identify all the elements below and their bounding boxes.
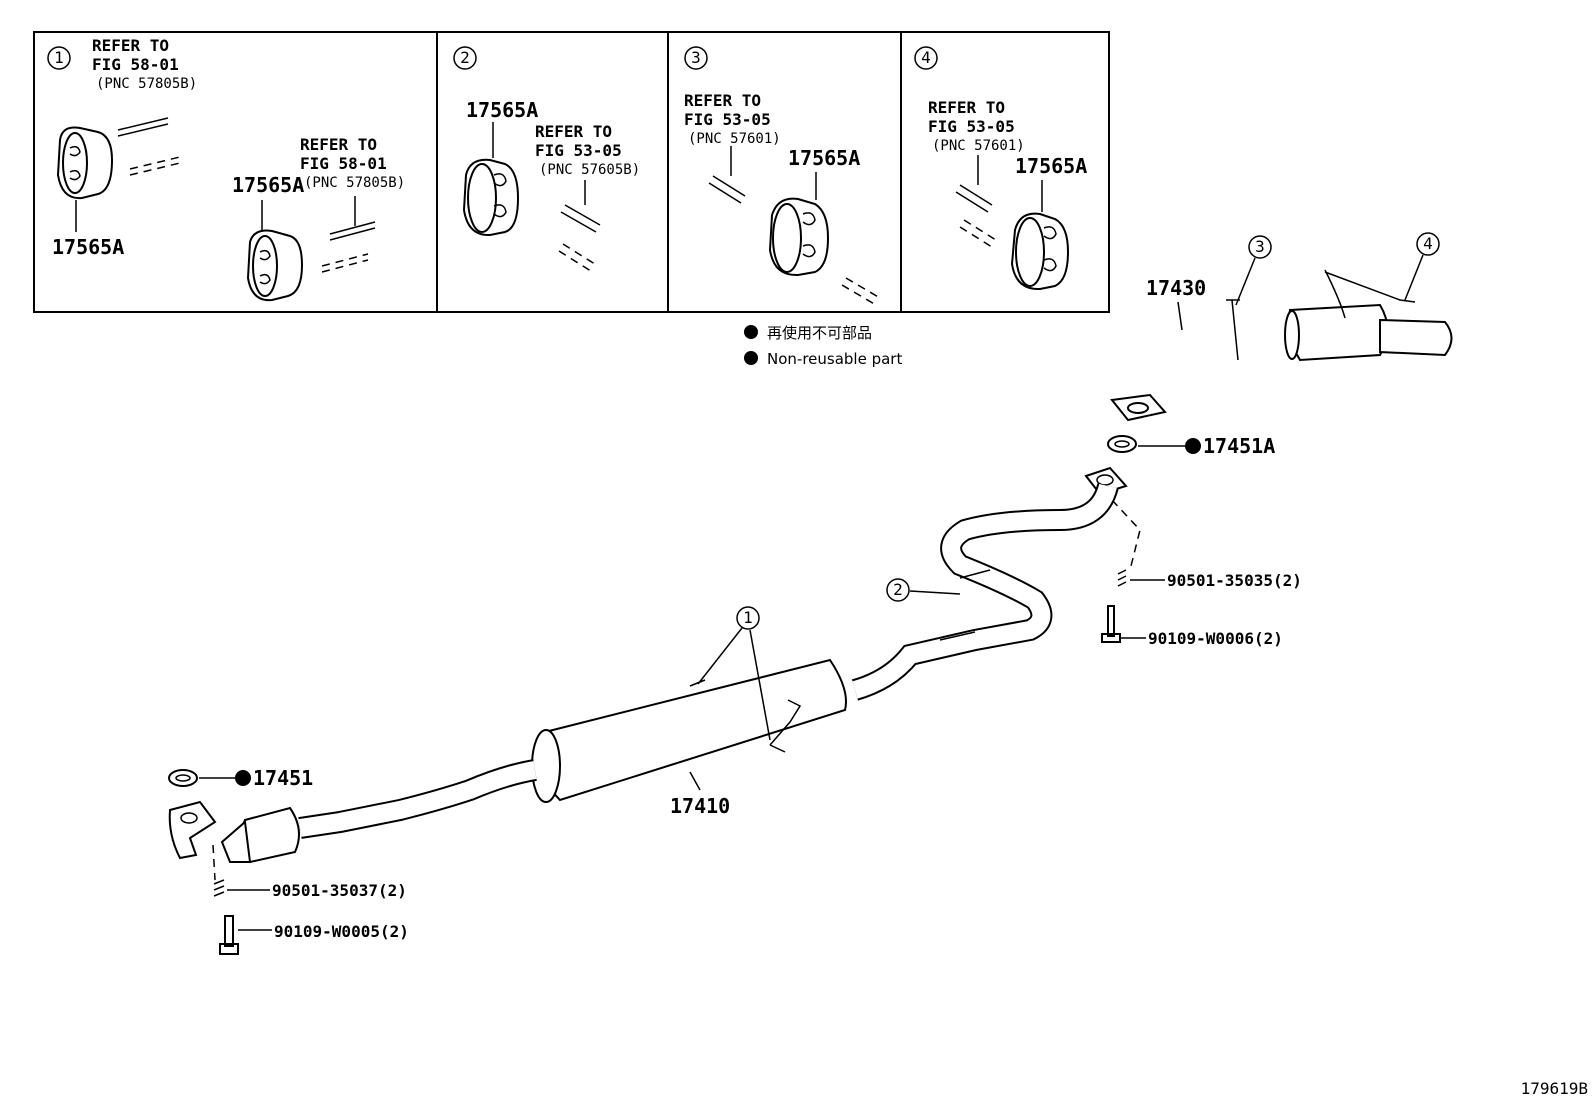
hanger-a bbox=[56, 126, 114, 200]
inset-4: 4 REFER TO FIG 53-05 (PNC 57601) 17565A bbox=[914, 46, 1087, 291]
gasket-front-label: 17451 bbox=[253, 766, 313, 790]
bolt-rear-label: 90109-W0006(2) bbox=[1148, 629, 1283, 648]
inset-3: 3 REFER TO FIG 53-05 (PNC 57601) 17565A bbox=[684, 46, 881, 306]
legend: 再使用不可部品 Non-reusable part bbox=[744, 324, 902, 368]
inset-3-ref-line2: FIG 53-05 bbox=[684, 110, 771, 129]
gasket-rear-label: 17451A bbox=[1203, 434, 1275, 458]
inset-1-ref-b-line1: REFER TO bbox=[300, 135, 377, 154]
inset-4-part: 17565A bbox=[1015, 154, 1087, 178]
inset-1-part-a: 17565A bbox=[52, 235, 124, 259]
gasket-rear: 17451A bbox=[1107, 434, 1275, 458]
callout-2: 2 bbox=[893, 580, 903, 599]
bolt-front-label: 90109-W0005(2) bbox=[274, 922, 409, 941]
inset-1-ref-b-line2: FIG 58-01 bbox=[300, 154, 387, 173]
tail-pipe-assembly: 17430 3 4 bbox=[1110, 232, 1453, 422]
inset-2-ref-line1: REFER TO bbox=[535, 122, 612, 141]
hanger-d bbox=[768, 197, 830, 277]
inset-1-ref-a-line2: FIG 58-01 bbox=[92, 55, 179, 74]
inset-2-number: 2 bbox=[460, 48, 470, 67]
figure-id: 179619B bbox=[1521, 1079, 1588, 1098]
legend-en: Non-reusable part bbox=[767, 350, 902, 368]
inset-4-ref-line3: (PNC 57601) bbox=[932, 138, 1025, 154]
callout-1: 1 bbox=[743, 608, 753, 627]
inset-2-part: 17565A bbox=[466, 98, 538, 122]
stud-rear-label: 90501-35035(2) bbox=[1167, 571, 1302, 590]
inset-4-ref-line2: FIG 53-05 bbox=[928, 117, 1015, 136]
hanger-e bbox=[1010, 212, 1070, 291]
legend-jp: 再使用不可部品 bbox=[767, 324, 872, 342]
inset-2-ref-line2: FIG 53-05 bbox=[535, 141, 622, 160]
inset-3-part: 17565A bbox=[788, 146, 860, 170]
inset-4-number: 4 bbox=[921, 48, 931, 67]
inset-2-ref-line3: (PNC 57605B) bbox=[539, 162, 640, 178]
center-pipe-label: 17410 bbox=[670, 794, 730, 818]
front-fasteners: 90501-35037(2) 90109-W0005(2) bbox=[212, 844, 409, 955]
inset-1: 1 REFER TO FIG 58-01 (PNC 57805B) REFER … bbox=[47, 36, 405, 302]
inset-2: 2 17565A REFER TO FIG 53-05 (PNC 57605B) bbox=[453, 46, 640, 274]
rear-fasteners: 90501-35035(2) 90109-W0006(2) bbox=[1084, 466, 1302, 648]
tail-pipe-label: 17430 bbox=[1146, 276, 1206, 300]
hanger-b bbox=[246, 229, 304, 302]
inset-1-number: 1 bbox=[54, 48, 64, 67]
stud-front-label: 90501-35037(2) bbox=[272, 881, 407, 900]
callout-4: 4 bbox=[1423, 234, 1433, 253]
gasket-front: 17451 bbox=[168, 766, 313, 790]
inset-3-ref-line3: (PNC 57601) bbox=[688, 131, 781, 147]
inset-3-ref-line1: REFER TO bbox=[684, 91, 761, 110]
inset-4-ref-line1: REFER TO bbox=[928, 98, 1005, 117]
inset-box bbox=[33, 31, 1110, 313]
inset-1-ref-b-line3: (PNC 57805B) bbox=[304, 175, 405, 191]
inset-1-part-b: 17565A bbox=[232, 173, 304, 197]
inset-3-number: 3 bbox=[691, 48, 701, 67]
callout-3: 3 bbox=[1255, 237, 1265, 256]
hanger-c bbox=[462, 158, 520, 237]
inset-1-ref-a-line3: (PNC 57805B) bbox=[96, 76, 197, 92]
inset-1-ref-a-line1: REFER TO bbox=[92, 36, 169, 55]
center-pipe-assembly: 17410 1 2 bbox=[168, 482, 1119, 864]
